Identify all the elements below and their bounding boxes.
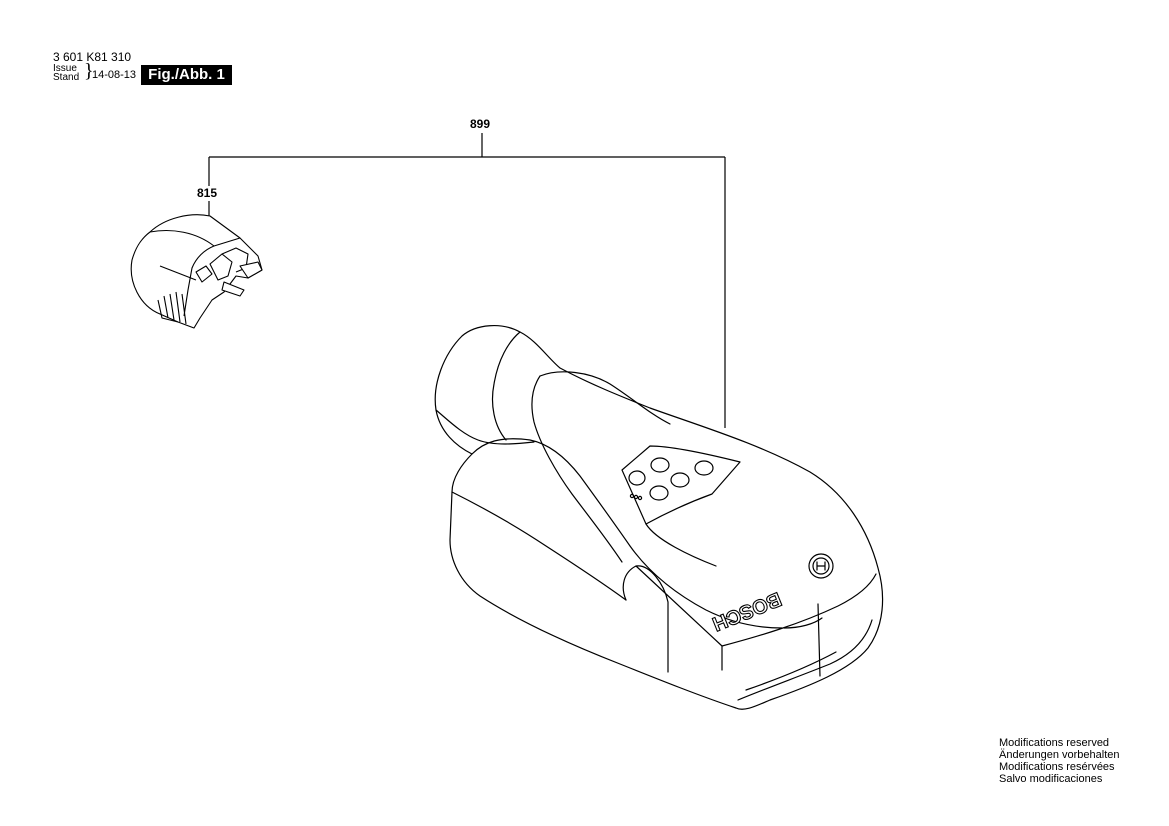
issue-stand-label: Issue Stand <box>53 63 80 83</box>
note-line: Salvo modificaciones <box>999 773 1103 785</box>
callout-899: 899 <box>470 117 491 131</box>
stand-label: Stand <box>53 72 80 83</box>
figure-label: Fig./Abb. 1 <box>141 65 232 85</box>
note-line: Änderungen vorbehalten <box>999 749 1120 761</box>
brace-icon: } <box>84 60 94 82</box>
note-line: Modifications reserved <box>999 737 1110 749</box>
issue-label: Issue <box>53 63 77 74</box>
issue-date: 14-08-13 <box>92 69 137 81</box>
note-line: Modifications resérvées <box>999 761 1115 773</box>
battery-cap-drawing <box>130 214 263 329</box>
part-number: 3 601 K81 310 <box>53 50 132 64</box>
wall-scanner-body-drawing <box>434 325 884 710</box>
modifications-notes: Modifications reserved Änderungen vorbeh… <box>999 737 1119 785</box>
leader-lines <box>208 133 726 428</box>
callout-815: 815 <box>197 186 218 200</box>
